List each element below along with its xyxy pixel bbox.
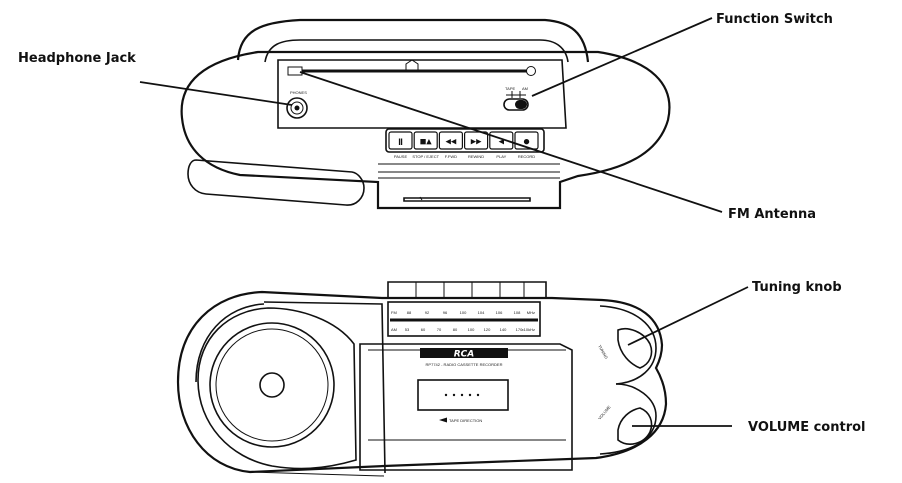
cassette-lid — [378, 163, 560, 202]
window-dots — [444, 393, 480, 397]
callout-tuning-knob: Tuning knob — [752, 280, 842, 295]
stop-eject-button[interactable] — [413, 131, 438, 150]
front-body-outline — [176, 290, 668, 474]
pause-button[interactable] — [388, 131, 413, 150]
tape-direction-arrow-icon — [439, 417, 447, 423]
model-text: RP7742 - RADIO CASSETTE RECORDER — [426, 362, 503, 367]
fm-scale-label: FM — [391, 310, 397, 315]
left-recess — [187, 159, 365, 206]
brand-plate — [420, 348, 508, 358]
play-label: PLAY — [496, 154, 506, 159]
leader-headphone-jack — [139, 81, 293, 106]
play-icon: ◀ — [499, 138, 505, 146]
top-handle — [236, 18, 590, 63]
callout-lines — [139, 17, 749, 427]
tape-direction-label: TAPE DIRECTION — [449, 418, 482, 423]
fm-scale-label: 92 — [425, 310, 430, 315]
fast-forward-label: F.FWD — [445, 154, 457, 159]
rewind-label: REWIND — [468, 154, 484, 159]
fm-scale-label: 108 — [514, 310, 521, 315]
switch-left-label: TAPE — [505, 86, 515, 91]
front-view: FM 88 92 96 100 104 106 108 MHz AM 53 60 70 80 100 120… — [176, 281, 668, 477]
callout-headphone-jack: Headphone Jack — [18, 51, 136, 66]
fm-antenna — [287, 59, 536, 76]
am-scale-label: x10kHz — [522, 327, 535, 332]
fm-scale-label: 96 — [443, 310, 448, 315]
am-scale-label: 70 — [437, 327, 442, 332]
pause-icon: ǁ — [398, 138, 403, 146]
callouts: Headphone Jack Function Switch FM Antenn… — [18, 12, 866, 435]
tape-window — [417, 379, 509, 411]
am-scale-label: 120 — [484, 327, 491, 332]
fast-forward-icon: ◀◀ — [446, 138, 457, 146]
top-panel — [277, 59, 567, 129]
am-scale-label: 60 — [421, 327, 426, 332]
pause-label: PAUSE — [394, 154, 408, 159]
rewind-icon: ▶▶ — [471, 138, 482, 146]
fm-scale-label: 88 — [407, 310, 412, 315]
tuning-label: TUNING — [597, 344, 609, 360]
speaker — [197, 307, 357, 470]
fm-scale-label: 104 — [478, 310, 485, 315]
callout-function-switch: Function Switch — [716, 12, 833, 27]
cassette-door: RCA RP7742 - RADIO CASSETTE RECORDER TAP… — [359, 343, 573, 471]
leader-fm-antenna — [299, 71, 723, 213]
callout-fm-antenna: FM Antenna — [728, 207, 816, 222]
front-top-keys — [387, 281, 547, 299]
am-scale-label: 100 — [468, 327, 475, 332]
fast-forward-button[interactable] — [438, 131, 463, 150]
function-switch[interactable]: TAPE AM — [503, 86, 529, 111]
callout-volume-control: VOLUME control — [748, 420, 866, 435]
transport-buttons: ǁ ■▲ ◀◀ ▶▶ ◀ ● PAUSE STOP / EJECT F.FWD REWIND PL… — [385, 128, 545, 159]
leader-tuning-knob — [627, 286, 749, 346]
headphone-jack: PHONES — [286, 90, 308, 119]
tuning-knob[interactable]: TUNING — [597, 328, 653, 369]
record-icon: ● — [523, 138, 529, 146]
brand-logo: RCA — [454, 350, 475, 360]
top-body-outline — [180, 50, 671, 210]
am-scale-label: AM — [391, 327, 397, 332]
switch-right-label: AM — [522, 86, 528, 91]
leader-function-switch — [531, 17, 713, 97]
fm-scale-label: 100 — [460, 310, 467, 315]
stop-eject-icon: ■▲ — [420, 138, 433, 146]
stop-eject-label: STOP / EJECT — [412, 154, 439, 159]
volume-label: VOLUME — [597, 404, 612, 420]
am-scale-label: 170 — [516, 327, 523, 332]
fm-scale-label: MHz — [527, 310, 535, 315]
am-scale-label: 140 — [500, 327, 507, 332]
top-view: PHONES TAPE AM ǁ ■▲ ◀◀ ▶▶ ◀ ● PAUSE STOP / EJE… — [180, 18, 671, 210]
am-scale-label: 53 — [405, 327, 410, 332]
am-scale-label: 80 — [453, 327, 458, 332]
record-label: RECORD — [518, 154, 535, 159]
volume-control[interactable]: VOLUME — [597, 404, 653, 445]
rewind-button[interactable] — [464, 131, 489, 150]
phones-label: PHONES — [290, 90, 307, 95]
fm-scale-label: 106 — [496, 310, 503, 315]
tuning-dial: FM 88 92 96 100 104 106 108 MHz AM 53 60 70 80 100 120… — [387, 301, 541, 337]
